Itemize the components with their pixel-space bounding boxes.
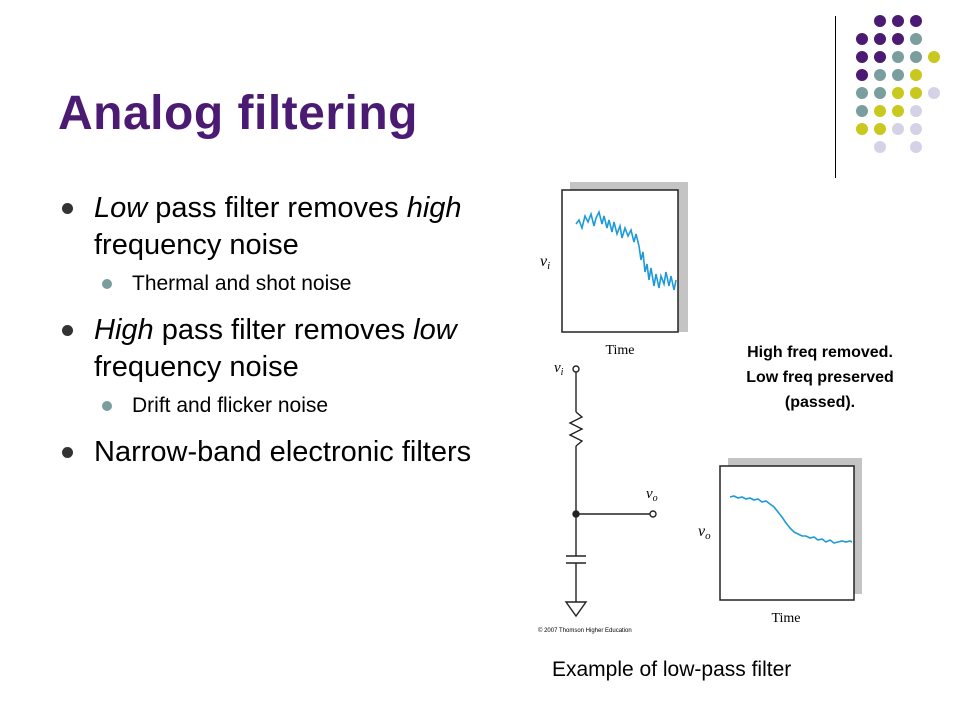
circuit-vo-label: vo — [646, 486, 658, 504]
filter-annotation: High freq removed. Low freq preserved (p… — [700, 340, 940, 415]
decorative-dot — [874, 69, 886, 81]
low-pass-filter-figure: vi Time vi vo © 2007 Thomson Higher Educ… — [538, 182, 862, 634]
time-label-top: Time — [605, 343, 634, 358]
decorative-dot — [874, 15, 886, 27]
bullet-text: frequency noise — [94, 229, 299, 261]
decorative-dot — [910, 33, 922, 45]
decorative-dot — [874, 105, 886, 117]
decorative-dot — [856, 51, 868, 63]
decorative-dot — [910, 51, 922, 63]
decorative-dot — [910, 141, 922, 153]
decorative-dot — [874, 87, 886, 99]
decorative-dot — [856, 69, 868, 81]
decorative-dot — [928, 87, 940, 99]
bullet-text: pass filter removes — [153, 314, 414, 346]
decorative-dot — [874, 123, 886, 135]
decorative-dot — [892, 123, 904, 135]
output-signal-graph — [719, 458, 862, 601]
decorative-dot — [856, 123, 868, 135]
smooth-output-trace — [729, 495, 853, 544]
decorative-dot — [856, 105, 868, 117]
sub-bullet-drift: Drift and flicker noise — [62, 392, 472, 420]
annotation-line: (passed). — [784, 394, 856, 411]
decorative-dot-grid — [856, 15, 940, 153]
decorative-dot — [856, 33, 868, 45]
bullet-narrow-band: Narrow-band electronic filters — [62, 434, 472, 471]
decorative-dot — [892, 105, 904, 117]
sub-bullet-thermal: Thermal and shot noise — [62, 270, 472, 298]
emph-low: low — [413, 314, 457, 346]
time-label-bottom: Time — [771, 611, 800, 626]
decorative-dot — [910, 69, 922, 81]
decorative-dot — [874, 33, 886, 45]
output-label: vo — [698, 523, 711, 542]
decorative-dot — [910, 123, 922, 135]
rc-circuit: vi — [554, 360, 657, 618]
decorative-dot — [874, 51, 886, 63]
bullet-list: Low pass filter removes high frequency n… — [62, 190, 472, 477]
decorative-dot — [892, 51, 904, 63]
noisy-input-trace — [575, 209, 677, 291]
decorative-dot — [892, 33, 904, 45]
decorative-dot — [910, 87, 922, 99]
annotation-line: Low freq preserved — [746, 369, 894, 386]
slide-title: Analog filtering — [58, 87, 418, 140]
bullet-text: frequency noise — [94, 351, 299, 383]
decorative-dot — [928, 51, 940, 63]
decorative-dot — [892, 15, 904, 27]
decorative-dot — [856, 87, 868, 99]
decorative-dot — [892, 87, 904, 99]
bullet-high-pass: High pass filter removes low frequency n… — [62, 312, 472, 386]
figure-caption: Example of low-pass filter — [552, 658, 792, 681]
input-signal-graph — [561, 182, 688, 333]
decorative-dot — [874, 141, 886, 153]
decorative-dot — [910, 105, 922, 117]
bullet-low-pass: Low pass filter removes high frequency n… — [62, 190, 472, 264]
input-label: vi — [540, 253, 550, 272]
decorative-dot — [910, 15, 922, 27]
circuit-vi-label: vi — [554, 360, 564, 378]
decorative-dot — [892, 69, 904, 81]
annotation-line: High freq removed. — [747, 344, 893, 361]
emph-high: high — [406, 192, 462, 224]
bullet-text: pass filter removes — [147, 192, 407, 224]
emph-high: High — [94, 314, 154, 346]
emph-low: Low — [94, 192, 148, 224]
copyright-note: © 2007 Thomson Higher Education — [538, 627, 632, 634]
decorative-divider-line — [835, 16, 836, 178]
